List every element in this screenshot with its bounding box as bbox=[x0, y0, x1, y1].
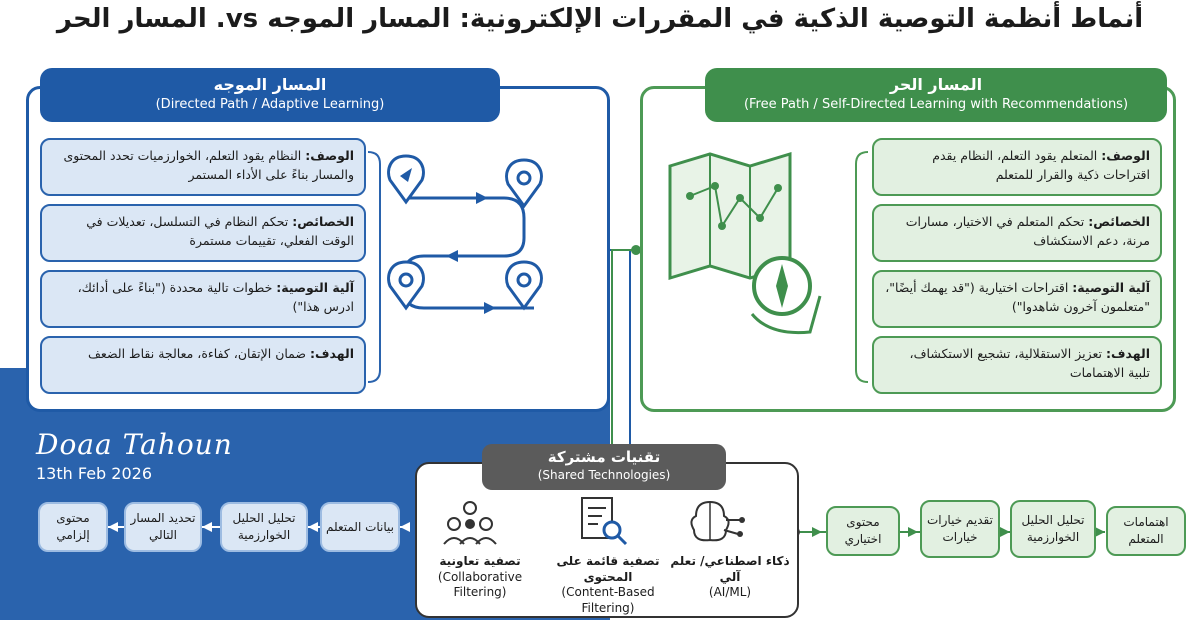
shared-tech-icons bbox=[443, 497, 745, 546]
tech-ai-ml: ذكاء اصطناعي/ تعلم آلي (AI/ML) bbox=[670, 554, 790, 601]
flow-arrow-head bbox=[202, 522, 212, 532]
directed-header: المسار الموجه (Directed Path / Adaptive … bbox=[40, 68, 500, 122]
flow-arrow-head bbox=[108, 522, 118, 532]
card-text: تحكم النظام في التسلسل، تعديلات في الوقت… bbox=[86, 214, 354, 249]
tech-name-en: (Content-Based Filtering) bbox=[561, 585, 655, 615]
free-title-ar: المسار الحر bbox=[889, 75, 983, 94]
card-label: الخصائص: bbox=[292, 214, 354, 229]
card-text: المتعلم يقود التعلم، النظام يقدم اقتراحا… bbox=[932, 148, 1150, 183]
directed-card-goal: الهدف: ضمان الإتقان، كفاءة، معالجة نقاط … bbox=[40, 336, 366, 394]
card-text: تعزيز الاستقلالية، تشجيع الاستكشاف، تلبي… bbox=[909, 346, 1150, 381]
directed-title-en: (Directed Path / Adaptive Learning) bbox=[155, 97, 385, 112]
flow-directed-mandatory-content: محتوى إلزامي bbox=[38, 502, 108, 552]
card-text: ضمان الإتقان، كفاءة، معالجة نقاط الضعف bbox=[87, 346, 307, 361]
flow-directed-algorithm-analysis: تحليل الحليل الخوارزمية bbox=[220, 502, 308, 552]
tech-name-ar: تصفية قائمة على المحتوى bbox=[556, 554, 660, 584]
tech-name-en: (Collaborative Filtering) bbox=[437, 569, 523, 600]
brain-circuit-icon bbox=[690, 500, 745, 542]
card-label: آلية التوصية: bbox=[276, 280, 354, 295]
shared-title-en: (Shared Technologies) bbox=[537, 468, 671, 482]
map-compass-icon bbox=[668, 151, 822, 335]
flow-directed-next-path: تحديد المسار التالي bbox=[124, 502, 202, 552]
tech-content-based-filtering: تصفية قائمة على المحتوى (Content-Based F… bbox=[548, 554, 668, 616]
directed-bracket bbox=[367, 151, 381, 383]
directed-card-mechanism: آلية التوصية: خطوات تالية محددة ("بناءً … bbox=[40, 270, 366, 328]
winding-path-icon bbox=[387, 154, 543, 314]
card-text: خطوات تالية محددة ("بناءً على أدائك، ادر… bbox=[77, 280, 354, 315]
card-label: آلية التوصية: bbox=[1072, 280, 1150, 295]
free-bracket bbox=[855, 151, 869, 383]
people-network-icon bbox=[443, 501, 497, 545]
flow-arrow-head bbox=[908, 527, 918, 537]
free-card-description: الوصف: المتعلم يقود التعلم، النظام يقدم … bbox=[872, 138, 1162, 196]
directed-title-ar: المسار الموجه bbox=[213, 75, 327, 94]
tech-name-ar: تصفية تعاونية bbox=[439, 554, 521, 568]
free-card-mechanism: آلية التوصية: اقتراحات اختيارية ("قد يهم… bbox=[872, 270, 1162, 328]
directed-card-description: الوصف: النظام يقود التعلم، الخوارزميات ت… bbox=[40, 138, 366, 196]
flow-arrow-head bbox=[812, 527, 822, 537]
free-connector bbox=[611, 249, 640, 470]
flow-arrow-head bbox=[308, 522, 318, 532]
card-text: اقتراحات اختيارية ("قد يهمك أيضًا"، "متع… bbox=[885, 280, 1150, 315]
flow-arrow-head bbox=[400, 522, 410, 532]
card-label: الهدف: bbox=[1106, 346, 1150, 361]
flow-free-learner-interests: اهتمامات المتعلم bbox=[1106, 506, 1186, 556]
free-card-features: الخصائص: تحكم المتعلم في الاختيار، مسارا… bbox=[872, 204, 1162, 262]
card-label: الهدف: bbox=[310, 346, 354, 361]
free-title-en: (Free Path / Self-Directed Learning with… bbox=[743, 97, 1129, 112]
free-header: المسار الحر (Free Path / Self-Directed L… bbox=[705, 68, 1167, 122]
tech-collaborative-filtering: تصفية تعاونية (Collaborative Filtering) bbox=[420, 554, 540, 601]
flow-arrow-head bbox=[1000, 527, 1010, 537]
card-label: الوصف: bbox=[305, 148, 354, 163]
document-search-icon bbox=[581, 497, 628, 546]
card-text: تحكم المتعلم في الاختيار، مسارات مرنة، د… bbox=[905, 214, 1150, 249]
tech-name-ar: ذكاء اصطناعي/ تعلم آلي bbox=[670, 554, 790, 584]
card-label: الخصائص: bbox=[1088, 214, 1150, 229]
flow-directed-learner-data: بيانات المتعلم bbox=[320, 502, 400, 552]
tech-name-en: (AI/ML) bbox=[708, 585, 752, 600]
directed-card-features: الخصائص: تحكم النظام في التسلسل، تعديلات… bbox=[40, 204, 366, 262]
signature-date: 13th Feb 2026 bbox=[36, 464, 152, 483]
card-label: الوصف: bbox=[1101, 148, 1150, 163]
signature-name: Doaa Tahoun bbox=[36, 428, 233, 461]
free-connector-dot bbox=[631, 245, 641, 255]
flow-free-optional-content: محتوى اختياري bbox=[826, 506, 900, 556]
page-title: أنماط أنظمة التوصية الذكية في المقررات ا… bbox=[56, 4, 1144, 34]
shared-title-ar: تقنيات مشتركة bbox=[547, 448, 661, 466]
card-text: النظام يقود التعلم، الخوارزميات تحدد الم… bbox=[63, 148, 354, 183]
flow-arrow-head bbox=[1095, 527, 1105, 537]
flow-free-algorithm-analysis: تحليل الحليل الخوارزمية bbox=[1010, 500, 1096, 558]
flow-free-offer-options: تقديم خيارات خيارات bbox=[920, 500, 1000, 558]
free-card-goal: الهدف: تعزيز الاستقلالية، تشجيع الاستكشا… bbox=[872, 336, 1162, 394]
shared-technologies-header: تقنيات مشتركة (Shared Technologies) bbox=[482, 444, 726, 490]
